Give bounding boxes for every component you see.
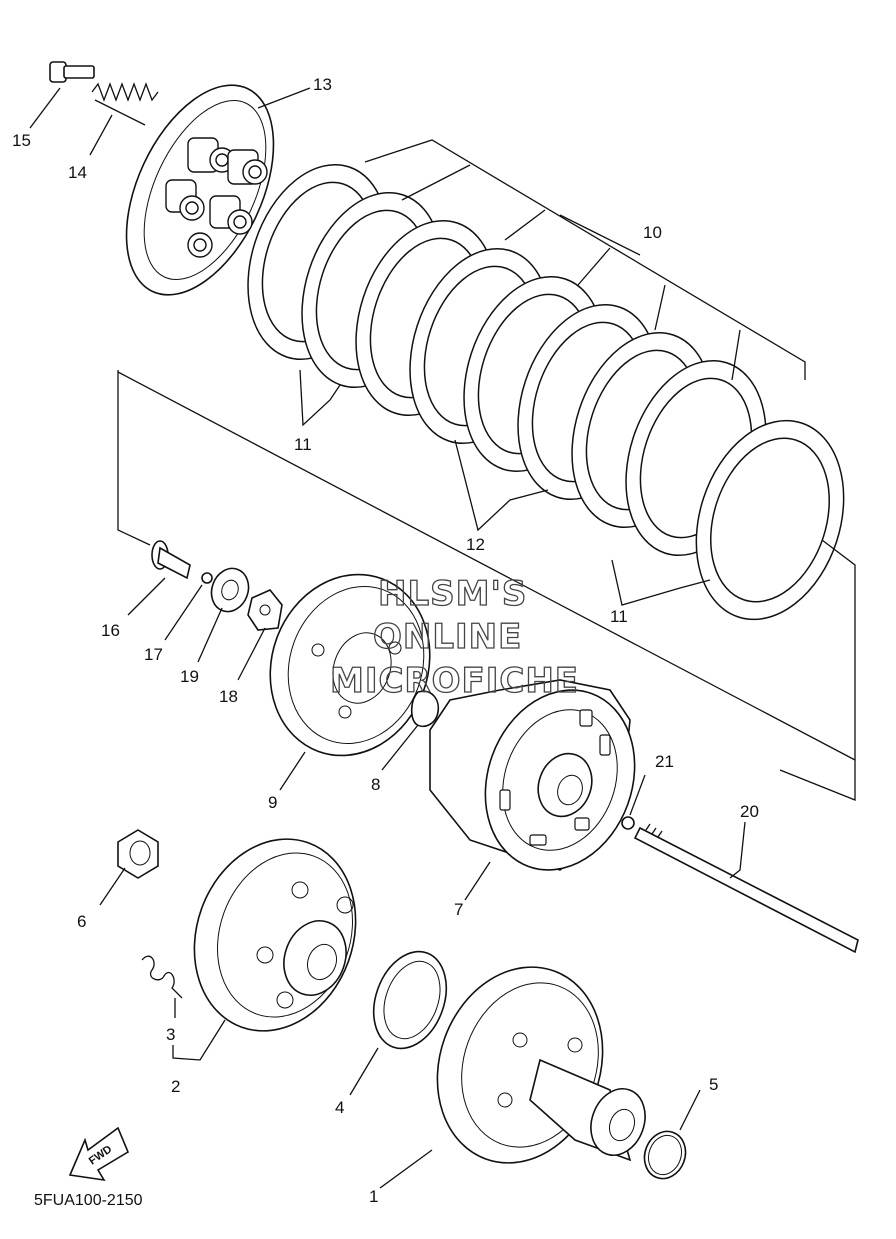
watermark-line-1: HLSM'S — [378, 574, 527, 614]
nut-6[interactable] — [117, 829, 159, 879]
spring-14[interactable] — [91, 82, 159, 126]
callout-12[interactable]: 12 — [466, 535, 485, 554]
diagram-code: 5FUA100-2150 — [34, 1192, 143, 1209]
circlip-8[interactable] — [410, 690, 440, 728]
ball-21[interactable] — [621, 816, 635, 830]
watermark: HLSM'S ONLINE MICROFICHE — [329, 573, 579, 701]
lock-washer-18[interactable] — [247, 589, 283, 631]
callout-21[interactable]: 21 — [655, 752, 674, 771]
clutch-plate-stack-10[interactable] — [224, 139, 868, 639]
callout-3[interactable]: 3 — [166, 1025, 175, 1044]
callout-1[interactable]: 1 — [369, 1187, 378, 1206]
callout-19[interactable]: 19 — [180, 667, 199, 686]
bearing-4[interactable] — [361, 941, 459, 1058]
callout-7[interactable]: 7 — [454, 900, 463, 919]
watermark-line-2: ONLINE — [373, 617, 522, 657]
callout-9[interactable]: 9 — [268, 793, 277, 812]
callout-2[interactable]: 2 — [171, 1077, 180, 1096]
o-ring-5[interactable] — [638, 1126, 692, 1185]
callout-10[interactable]: 10 — [643, 223, 662, 242]
callout-5[interactable]: 5 — [709, 1075, 718, 1094]
clutch-boss-7[interactable] — [429, 669, 659, 891]
callout-18[interactable]: 18 — [219, 687, 238, 706]
push-rod-16[interactable] — [151, 540, 191, 580]
callouts: 13 15 14 10 11 12 11 16 17 19 18 21 8 9 … — [12, 75, 759, 1206]
one-way-clutch-2[interactable] — [168, 816, 382, 1054]
callout-13[interactable]: 13 — [313, 75, 332, 94]
callout-16[interactable]: 16 — [101, 621, 120, 640]
callout-11b[interactable]: 11 — [610, 607, 628, 626]
fwd-arrow-icon: FWD — [68, 1126, 130, 1182]
callout-17[interactable]: 17 — [144, 645, 163, 664]
callout-11a[interactable]: 11 — [294, 435, 312, 454]
callout-14[interactable]: 14 — [68, 163, 87, 182]
clutch-housing-1[interactable] — [411, 944, 654, 1187]
push-rod-20[interactable] — [633, 823, 859, 954]
callout-4[interactable]: 4 — [335, 1098, 344, 1117]
bolt-15[interactable] — [49, 61, 95, 83]
o-ring-17[interactable] — [201, 572, 213, 584]
watermark-line-3: MICROFICHE — [330, 661, 579, 701]
bearing-19[interactable] — [206, 563, 255, 617]
spring-3[interactable] — [141, 955, 183, 999]
callout-6[interactable]: 6 — [77, 912, 86, 931]
pressure-plate-13[interactable] — [96, 62, 303, 317]
callout-15[interactable]: 15 — [12, 131, 31, 150]
callout-20[interactable]: 20 — [740, 802, 759, 821]
leader-lines — [29, 87, 746, 1189]
callout-8[interactable]: 8 — [371, 775, 380, 794]
